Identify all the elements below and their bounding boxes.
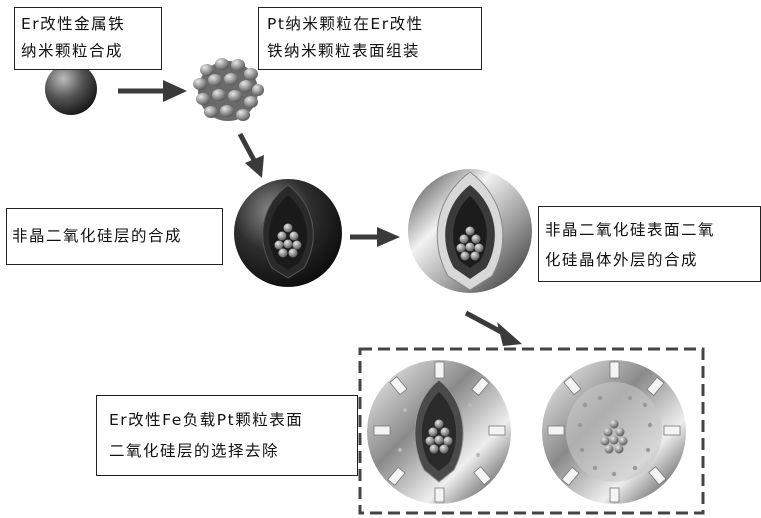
step5-label: Er改性Fe负载Pt颗粒表面 二氧化硅层的选择去除 <box>96 395 358 476</box>
step3-line1: 非晶二氧化硅层的合成 <box>12 223 222 250</box>
etched-shell-cutaway-icon <box>367 360 511 504</box>
pt-decorated-particle-icon <box>193 58 264 121</box>
arrow-down-1 <box>240 134 264 178</box>
step5-line2: 二氧化硅层的选择去除 <box>109 436 357 467</box>
arrow-right-1 <box>118 80 187 102</box>
arrow-right-2 <box>350 227 400 247</box>
step2-line2: 铁纳米颗粒表面组装 <box>267 38 481 65</box>
step2-line1: Pt纳米颗粒在Er改性 <box>267 11 481 38</box>
step3-label: 非晶二氧化硅层的合成 <box>6 208 223 265</box>
amorphous-silica-shell-icon <box>234 179 342 287</box>
step1-label: Er改性金属铁 纳米颗粒合成 <box>14 7 162 70</box>
step2-label: Pt纳米颗粒在Er改性 铁纳米颗粒表面组装 <box>258 7 482 70</box>
step1-line1: Er改性金属铁 <box>21 11 161 38</box>
arrow-down-right <box>466 313 522 346</box>
step1-line2: 纳米颗粒合成 <box>21 38 161 65</box>
step5-line1: Er改性Fe负载Pt颗粒表面 <box>109 405 357 436</box>
step4-label: 非晶二氧化硅表面二氧 化硅晶体外层的合成 <box>538 206 761 282</box>
etched-shell-full-icon <box>542 360 686 504</box>
step4-line1: 非晶二氧化硅表面二氧 <box>545 215 760 245</box>
crystalline-silica-shell-icon <box>408 169 532 293</box>
step4-line2: 化硅晶体外层的合成 <box>545 245 760 275</box>
fe-nanoparticle-icon <box>45 63 97 115</box>
